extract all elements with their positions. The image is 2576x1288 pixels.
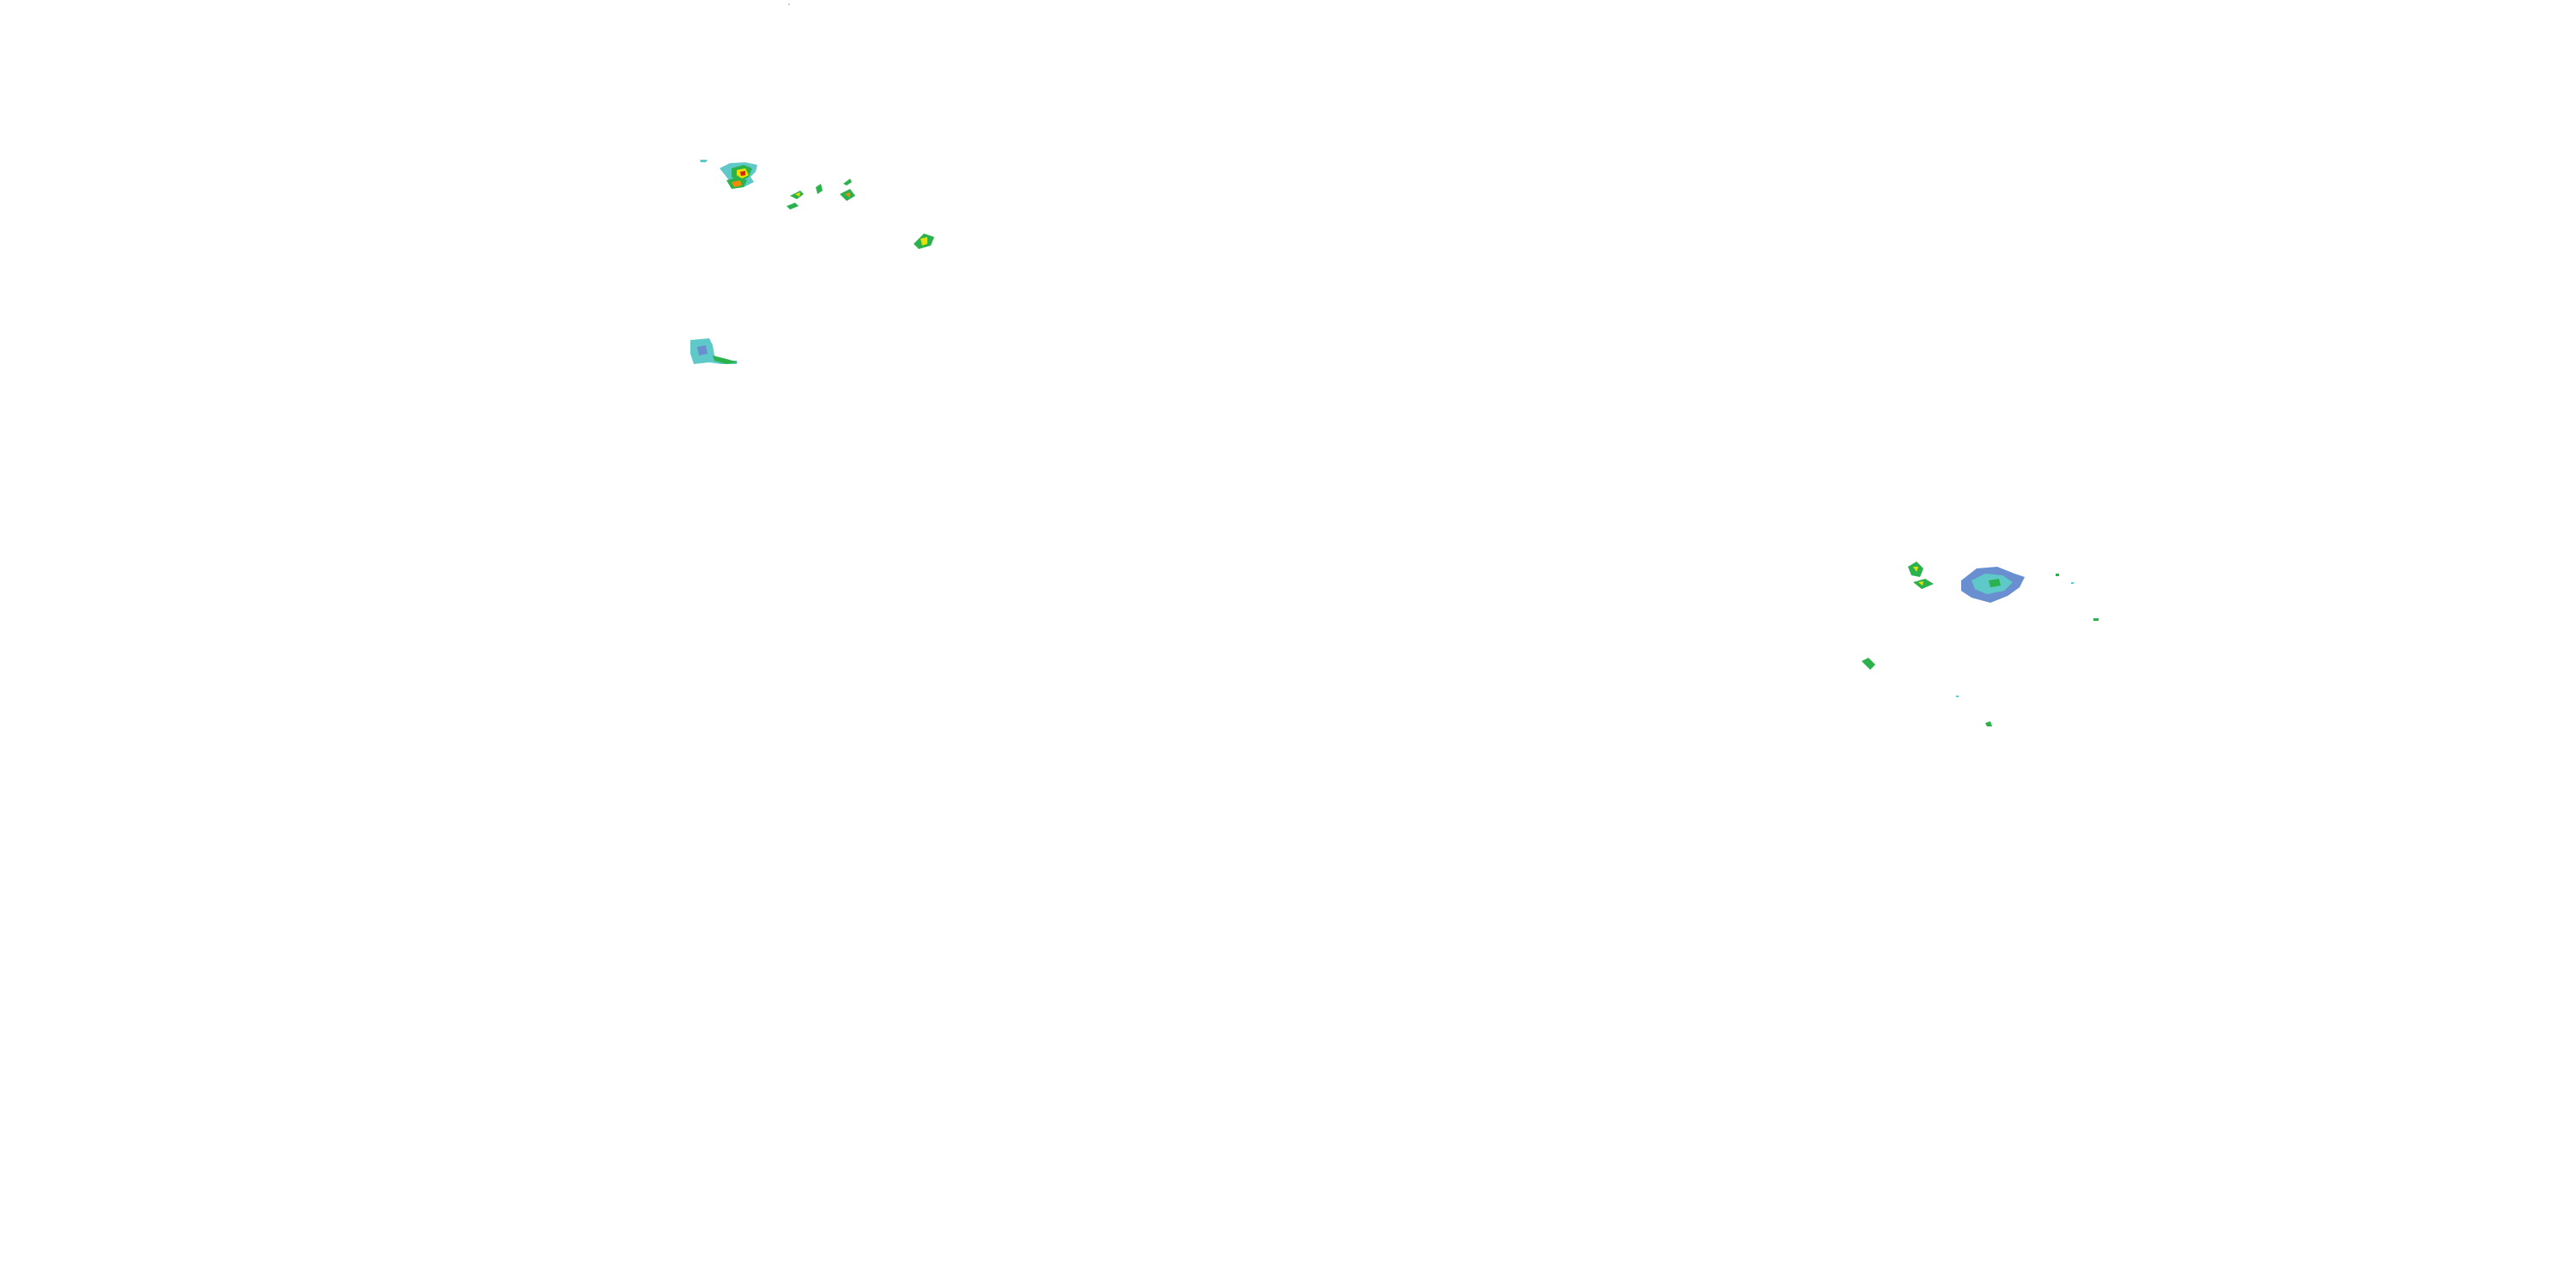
radar-speck: [2056, 574, 2059, 576]
northwest-isolated-cell: [914, 234, 934, 249]
radar-cell: [713, 355, 738, 364]
radar-cell: [732, 180, 742, 187]
northwest-small-cells: [787, 179, 855, 210]
radar-cell: [1985, 721, 1992, 726]
radar-speck: [788, 3, 790, 5]
radar-cell: [1913, 579, 1934, 589]
radar-speck: [2071, 582, 2074, 584]
radar-cell: [843, 179, 852, 185]
radar-cell: [787, 203, 799, 210]
radar-cell: [1862, 658, 1875, 670]
radar-cell: [816, 184, 823, 194]
radar-cell: [697, 345, 708, 355]
radar-cell: [920, 237, 927, 246]
radar-cell: [1989, 579, 2001, 587]
radar-cell: [740, 171, 745, 176]
northwest-cluster-cells: [700, 160, 757, 189]
west-light-patch: [690, 338, 738, 364]
southeast-scattered-specks: [788, 3, 2099, 697]
radar-cell: [795, 192, 800, 197]
radar-cell: [845, 192, 850, 197]
radar-cell: [1918, 581, 1923, 586]
radar-speck: [2093, 618, 2099, 621]
radar-cell: [700, 160, 708, 162]
radar-speck: [1956, 696, 1959, 697]
southeast-main-cell: [1961, 567, 2025, 603]
southeast-small-cells: [1862, 562, 1992, 726]
radar-cell: [690, 338, 737, 364]
radar-cell: [1913, 567, 1918, 572]
